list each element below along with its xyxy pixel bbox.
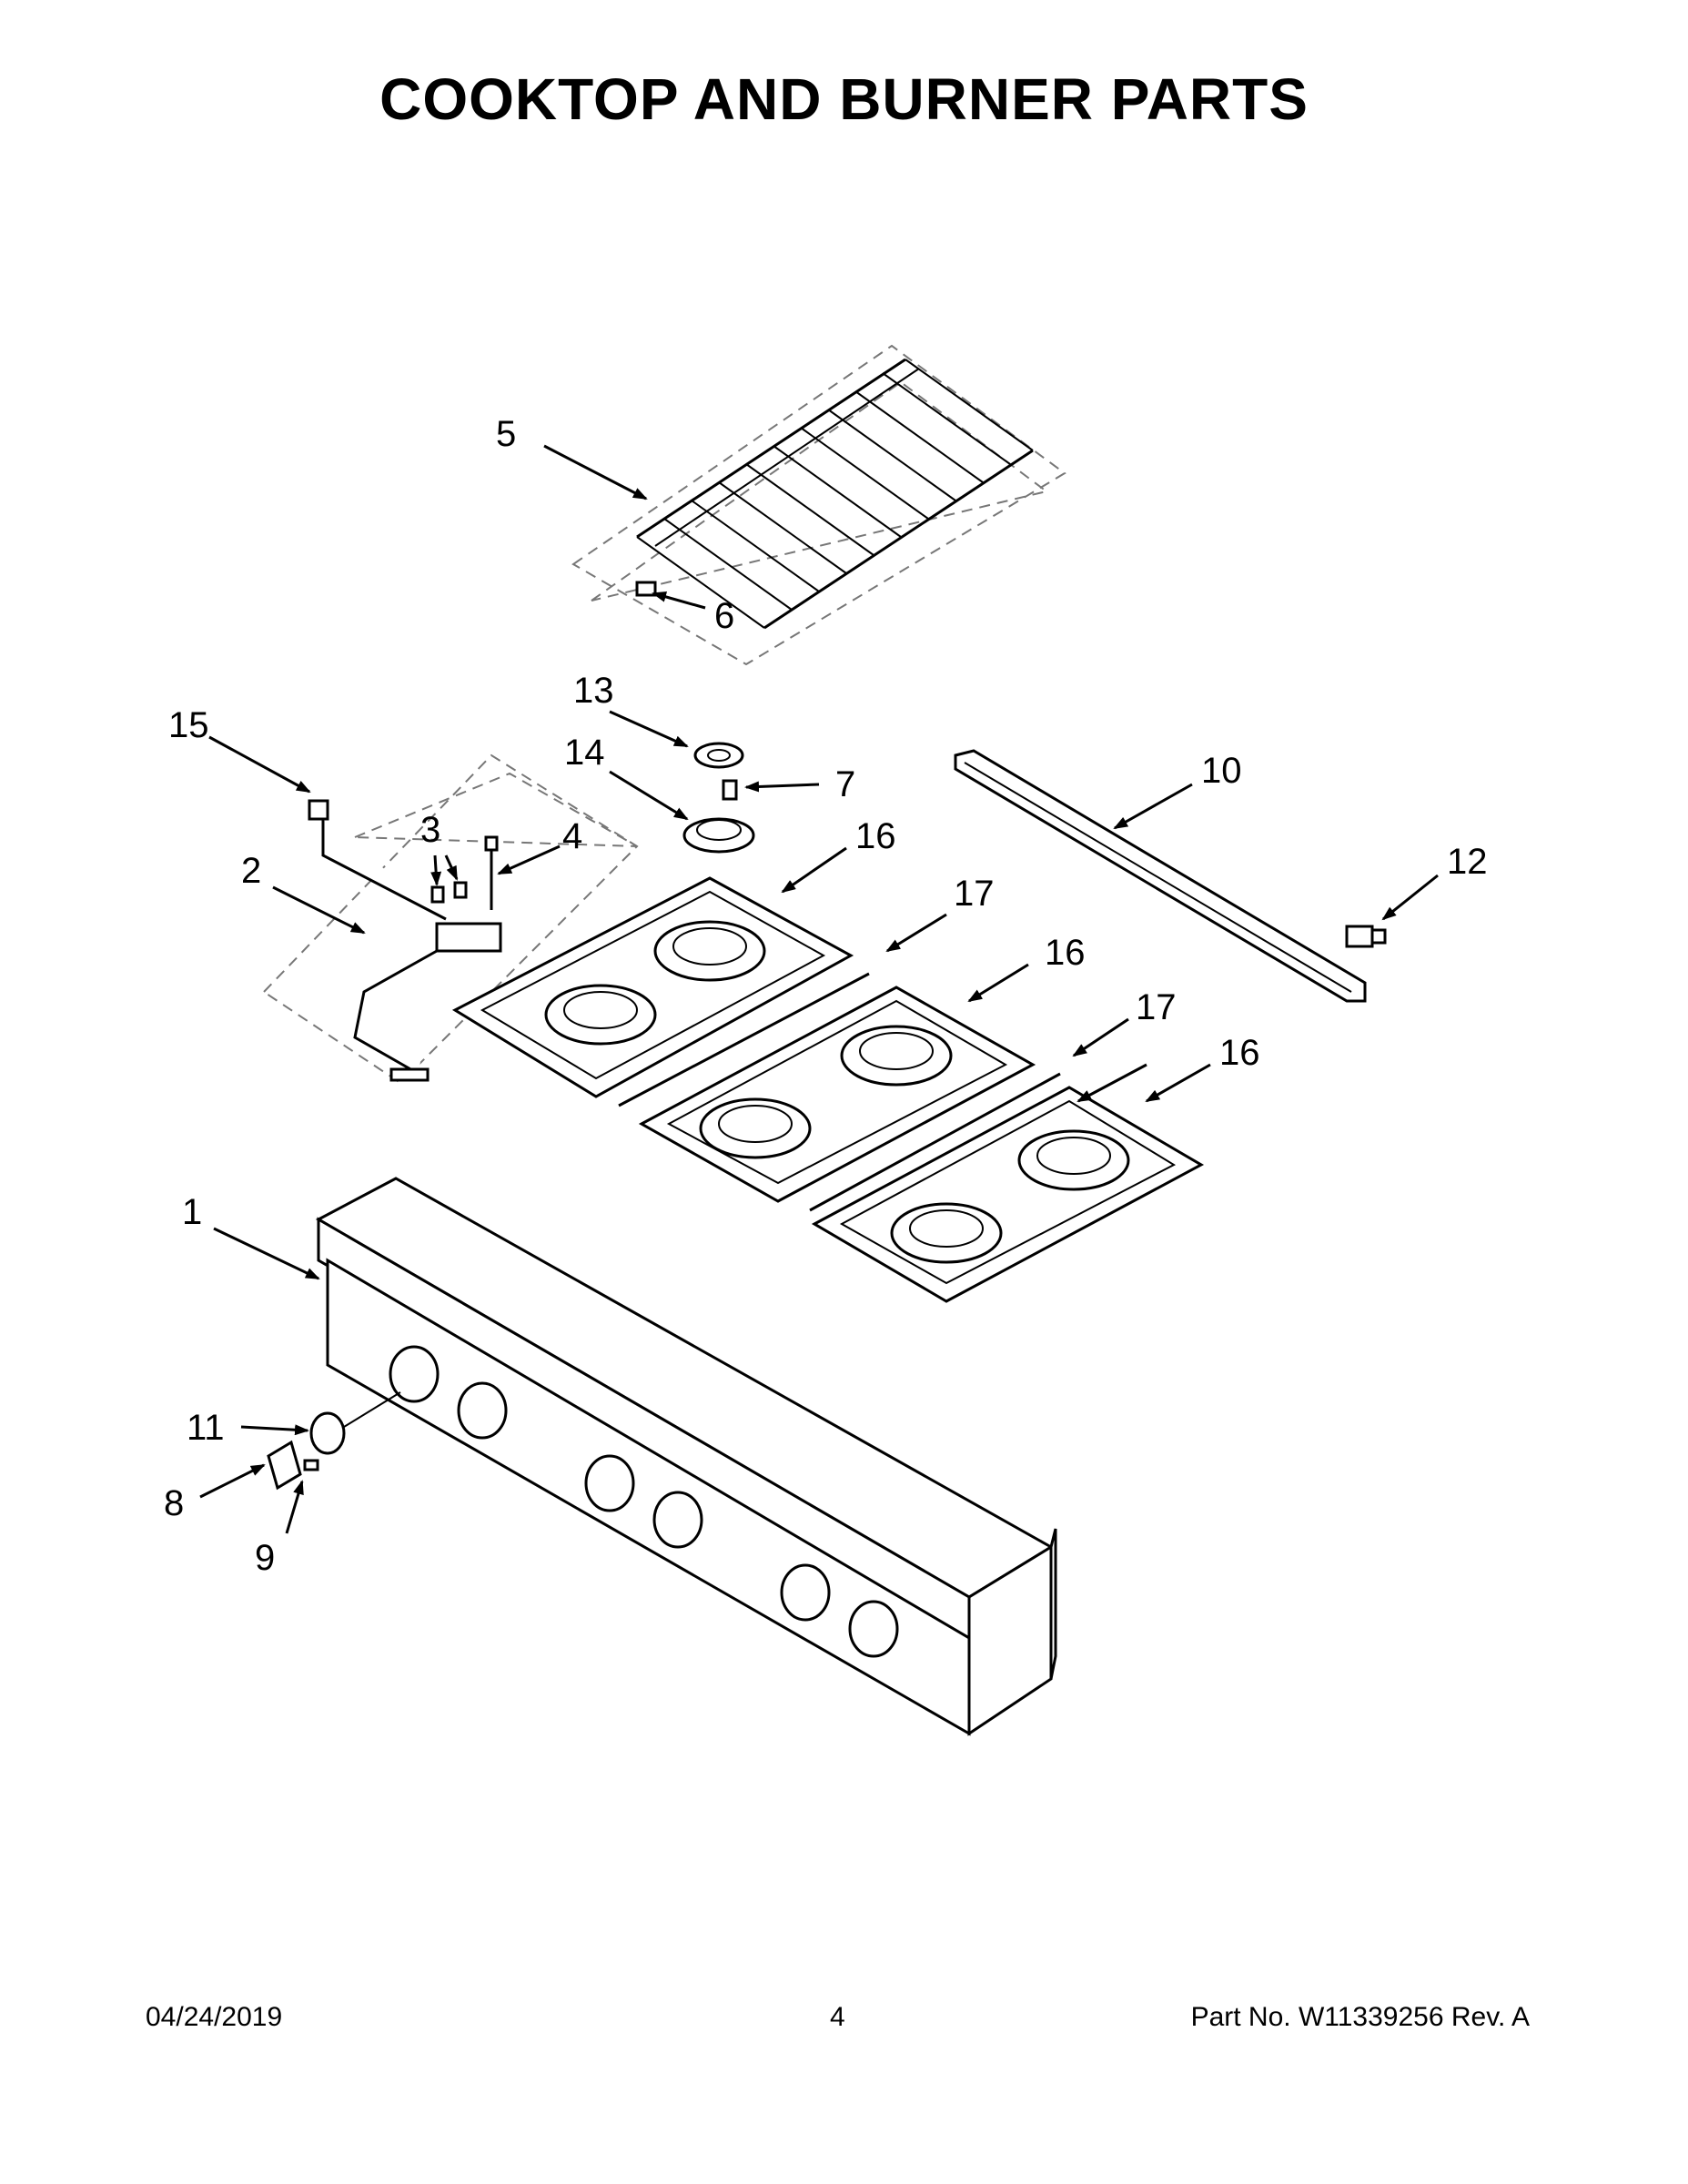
leader-lines bbox=[199, 444, 1439, 1534]
callout-15: 15 bbox=[168, 705, 209, 745]
callout-5: 5 bbox=[496, 414, 516, 454]
knob-assembly bbox=[267, 1391, 401, 1491]
callout-11: 11 bbox=[187, 1408, 225, 1448]
valve-manifold bbox=[262, 753, 639, 1085]
callout-12: 12 bbox=[1447, 842, 1488, 882]
strip-17a bbox=[618, 972, 870, 1107]
burner-assembly bbox=[682, 742, 755, 854]
callout-16-middle: 16 bbox=[1045, 933, 1086, 973]
callout-13: 13 bbox=[573, 671, 614, 711]
footer-part-number: Part No. W11339256 Rev. A bbox=[1190, 2002, 1530, 2032]
grate-foot bbox=[635, 581, 657, 597]
callout-16-bottom: 16 bbox=[1219, 1033, 1260, 1073]
callout-17-top: 17 bbox=[954, 874, 995, 914]
back-trim bbox=[954, 749, 1367, 1003]
callout-3: 3 bbox=[420, 810, 440, 850]
footer-page-number: 4 bbox=[830, 2002, 845, 2032]
strip-17b bbox=[809, 1072, 1061, 1212]
callout-7: 7 bbox=[835, 764, 855, 804]
callout-4: 4 bbox=[562, 816, 582, 856]
callout-9: 9 bbox=[255, 1538, 275, 1578]
callout-6: 6 bbox=[714, 596, 734, 636]
grate bbox=[571, 344, 1066, 666]
footer-date: 04/24/2019 bbox=[146, 2002, 283, 2032]
callout-10: 10 bbox=[1201, 751, 1242, 791]
callout-1: 1 bbox=[182, 1192, 202, 1232]
burner-box-2 bbox=[638, 986, 1036, 1203]
callout-14: 14 bbox=[564, 733, 605, 773]
screw-12 bbox=[1345, 925, 1387, 948]
callout-8: 8 bbox=[164, 1483, 184, 1523]
callout-17-bottom: 17 bbox=[1136, 987, 1177, 1027]
control-panel bbox=[315, 1177, 1057, 1736]
burner-box-1 bbox=[451, 876, 854, 1098]
page-title: COOKTOP AND BURNER PARTS bbox=[379, 66, 1309, 132]
callout-16-top: 16 bbox=[855, 816, 896, 856]
callout-2: 2 bbox=[241, 851, 261, 891]
burner-box-3 bbox=[811, 1086, 1205, 1303]
